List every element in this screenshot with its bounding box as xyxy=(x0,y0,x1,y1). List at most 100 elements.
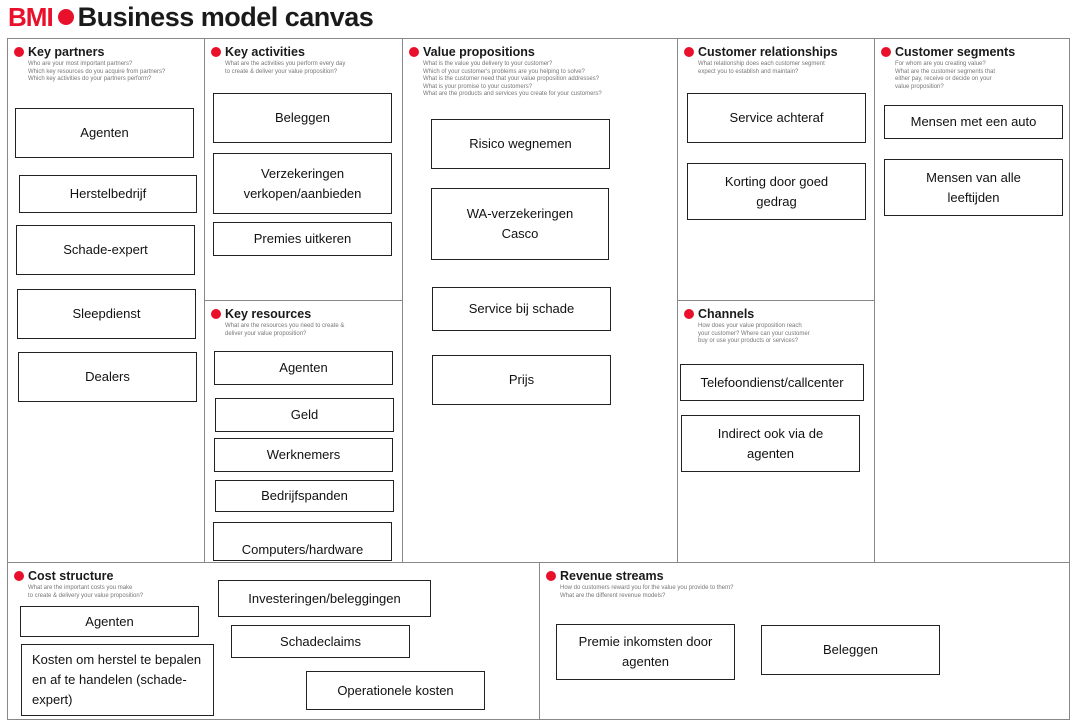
section-header: Value propositions xyxy=(409,45,535,59)
description-line: Which of your customer's problems are yo… xyxy=(423,68,585,75)
card-customer-relationship[interactable]: Service achteraf xyxy=(687,93,866,143)
section-header: Key resources xyxy=(211,307,311,321)
section-description: What are the activities you perform ever… xyxy=(225,61,345,76)
card-channel[interactable]: Telefoondienst/callcenter xyxy=(680,364,864,401)
card-key-resource[interactable]: Agenten xyxy=(214,351,393,385)
section-header: Key partners xyxy=(14,45,104,59)
bullet-dot-icon xyxy=(684,47,694,57)
card-value-proposition[interactable]: WA-verzekeringen Casco xyxy=(431,188,609,260)
section-customer-relationships: Customer relationships What relationship… xyxy=(678,39,875,301)
bullet-dot-icon xyxy=(881,47,891,57)
card-customer-segment[interactable]: Mensen met een auto xyxy=(884,105,1063,139)
section-description: For whom are you creating value? What ar… xyxy=(895,61,995,91)
section-header: Revenue streams xyxy=(546,569,664,583)
description-line: What relationship does each customer seg… xyxy=(698,61,825,67)
bullet-dot-icon xyxy=(14,571,24,581)
description-line: Which key activities do your partners pe… xyxy=(28,76,152,83)
description-line: How does your value proposition reach xyxy=(698,323,802,329)
card-key-activity[interactable]: Premies uitkeren xyxy=(213,222,392,256)
card-key-partner[interactable]: Agenten xyxy=(15,108,194,158)
description-line: What is the customer need that your valu… xyxy=(423,76,600,83)
card-customer-relationship[interactable]: Korting door goed gedrag xyxy=(687,163,866,220)
description-line: What are the important costs you make xyxy=(28,585,133,591)
card-channel[interactable]: Indirect ook via de agenten xyxy=(681,415,860,472)
card-revenue[interactable]: Beleggen xyxy=(761,625,940,675)
description-line: What are the customer segments that xyxy=(895,68,996,75)
section-key-activities: Key activities What are the activities y… xyxy=(205,39,403,301)
card-key-partner[interactable]: Schade-expert xyxy=(16,225,195,275)
section-header: Cost structure xyxy=(14,569,113,583)
section-description: What are the resources you need to creat… xyxy=(225,323,344,338)
card-cost[interactable]: Kosten om herstel te bepalen en af te ha… xyxy=(21,644,214,716)
section-description: What is the value you delivery to your c… xyxy=(423,61,602,99)
description-line: For whom are you creating value? xyxy=(895,61,986,67)
section-customer-segments: Customer segments For whom are you creat… xyxy=(875,39,1069,563)
card-key-resource[interactable]: Bedrijfspanden xyxy=(215,480,394,512)
bullet-dot-icon xyxy=(546,571,556,581)
card-key-partner[interactable]: Herstelbedrijf xyxy=(19,175,197,213)
description-line: What are the activities you perform ever… xyxy=(225,61,346,67)
card-cost[interactable]: Operationele kosten xyxy=(306,671,485,710)
section-description: What are the important costs you make to… xyxy=(28,585,143,600)
section-key-partners: Key partners Who are your most important… xyxy=(8,39,205,563)
section-title: Customer relationships xyxy=(698,45,838,59)
page-title: Business model canvas xyxy=(77,1,374,32)
bullet-dot-icon xyxy=(684,309,694,319)
description-line: value proposition? xyxy=(895,83,944,90)
card-customer-segment[interactable]: Mensen van alle leeftijden xyxy=(884,159,1063,216)
description-line: Who are your most important partners? xyxy=(28,61,133,67)
section-description: How do customers reward you for the valu… xyxy=(560,585,733,600)
description-line: What are the different revenue models? xyxy=(560,592,666,599)
brand-text: BM xyxy=(8,1,47,32)
section-value-propositions: Value propositions What is the value you… xyxy=(403,39,678,563)
description-line: deliver your value proposition? xyxy=(225,330,307,337)
card-key-resource[interactable]: Computers/hardware xyxy=(213,522,392,561)
section-title: Value propositions xyxy=(423,45,535,59)
section-header: Channels xyxy=(684,307,754,321)
card-cost[interactable]: Investeringen/beleggingen xyxy=(218,580,431,617)
bullet-dot-icon xyxy=(14,47,24,57)
card-key-partner[interactable]: Sleepdienst xyxy=(17,289,196,339)
business-model-canvas: Key partners Who are your most important… xyxy=(7,38,1070,720)
description-line: expect you to establish and maintain? xyxy=(698,68,799,75)
card-revenue[interactable]: Premie inkomsten door agenten xyxy=(556,624,735,680)
card-value-proposition[interactable]: Service bij schade xyxy=(432,287,611,331)
section-header: Customer relationships xyxy=(684,45,838,59)
card-key-activity[interactable]: Beleggen xyxy=(213,93,392,143)
description-line: either pay, receive or decide on your xyxy=(895,76,992,83)
card-value-proposition[interactable]: Prijs xyxy=(432,355,611,405)
description-line: What is the value you delivery to your c… xyxy=(423,61,553,67)
section-title: Key partners xyxy=(28,45,105,59)
bullet-dot-icon xyxy=(211,309,221,319)
section-title: Cost structure xyxy=(28,569,114,583)
section-revenue-streams: Revenue streams How do customers reward … xyxy=(540,563,1069,719)
section-description: What relationship does each customer seg… xyxy=(698,61,825,76)
brand-dot-icon xyxy=(57,9,74,25)
description-line: What are the resources you need to creat… xyxy=(225,323,345,329)
card-key-resource[interactable]: Geld xyxy=(215,398,394,432)
section-title: Channels xyxy=(698,307,755,321)
description-line: What are the products and services you c… xyxy=(423,91,602,98)
bullet-dot-icon xyxy=(409,47,419,57)
section-description: How does your value proposition reach yo… xyxy=(698,323,810,346)
section-header: Key activities xyxy=(211,45,305,59)
bullet-dot-icon xyxy=(211,47,221,57)
section-description: Who are your most important partners? Wh… xyxy=(28,61,165,84)
description-line: to create & delivery your value proposit… xyxy=(28,592,144,599)
description-line: to create & deliver your value propositi… xyxy=(225,68,338,75)
section-title: Key resources xyxy=(225,307,312,321)
card-value-proposition[interactable]: Risico wegnemen xyxy=(431,119,610,169)
section-title: Revenue streams xyxy=(560,569,664,583)
brand-i-text: I xyxy=(46,1,54,32)
section-title: Customer segments xyxy=(895,45,1016,59)
card-key-partner[interactable]: Dealers xyxy=(18,352,197,402)
section-cost-structure: Cost structure What are the important co… xyxy=(8,563,540,719)
card-cost[interactable]: Agenten xyxy=(20,606,199,637)
section-key-resources: Key resources What are the resources you… xyxy=(205,301,403,563)
description-line: What is your promise to your customers? xyxy=(423,83,533,90)
card-cost[interactable]: Schadeclaims xyxy=(231,625,410,658)
card-key-resource[interactable]: Werknemers xyxy=(214,438,393,472)
description-line: buy or use your products or services? xyxy=(698,338,799,345)
card-key-activity[interactable]: Verzekeringen verkopen/aanbieden xyxy=(213,153,392,214)
